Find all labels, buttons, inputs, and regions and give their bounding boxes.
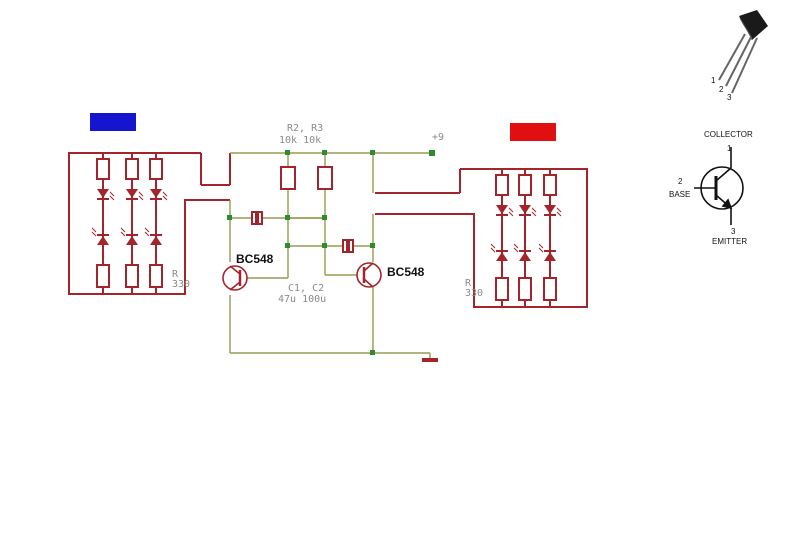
led-resistor (518, 174, 532, 196)
r2r3-values: 10k 10k (279, 135, 321, 146)
left-led-bank (68, 152, 231, 295)
led-symbol (519, 205, 531, 214)
ground-symbol (422, 358, 438, 362)
to92-package-icon (718, 10, 768, 94)
r-left-label: R (172, 269, 179, 280)
led-resistor (518, 277, 532, 301)
led-resistor (149, 264, 163, 288)
c1c2-label: C1, C2 (288, 283, 324, 294)
right-led-bank (375, 168, 588, 308)
led-symbol (519, 252, 531, 261)
led-symbol (126, 236, 138, 245)
led-column (490, 169, 514, 307)
led-symbol (496, 205, 508, 214)
supply-terminal (429, 150, 435, 156)
led-resistor (543, 174, 557, 196)
capacitor-c1 (251, 211, 263, 225)
left-led-columns (91, 153, 168, 294)
led-symbol (126, 189, 138, 198)
r-right-label: R (465, 278, 472, 289)
capacitor-c2 (342, 239, 354, 253)
c1c2-values: 47u 100u (278, 294, 326, 305)
led-column (120, 153, 144, 294)
junction-nodes (227, 150, 375, 355)
collector-label: COLLECTOR (704, 130, 753, 139)
transistor-q2 (356, 262, 382, 288)
r-right-value: 330 (465, 288, 483, 299)
emitter-pin-number: 3 (731, 227, 736, 236)
transistor-q1 (222, 265, 248, 291)
led-symbol (97, 189, 109, 198)
led-symbol (97, 236, 109, 245)
blue-led-indicator (90, 113, 136, 131)
pin3-label: 3 (727, 93, 732, 102)
resistor-r3 (317, 166, 333, 190)
led-resistor (125, 158, 139, 180)
led-resistor (149, 158, 163, 180)
resistor-r2 (280, 166, 296, 190)
collector-pin-number: 1 (727, 144, 732, 153)
led-resistor (96, 264, 110, 288)
q1-label: BC548 (236, 252, 274, 266)
emitter-label: EMITTER (712, 237, 747, 246)
r-left-value: 330 (172, 279, 190, 290)
base-label: BASE (669, 190, 690, 199)
led-symbol (544, 252, 556, 261)
npn-pinout-symbol (694, 147, 744, 225)
led-resistor (495, 277, 509, 301)
led-column (538, 169, 562, 307)
led-resistor (495, 174, 509, 196)
led-symbol (150, 189, 162, 198)
led-column (513, 169, 537, 307)
led-resistor (96, 158, 110, 180)
supply-label: +9 (432, 132, 444, 143)
pin1-label: 1 (711, 76, 716, 85)
pin2-label: 2 (719, 85, 724, 94)
led-resistor (543, 277, 557, 301)
red-led-indicator (510, 123, 556, 141)
right-led-columns (490, 169, 562, 307)
led-symbol (496, 252, 508, 261)
led-column (91, 153, 115, 294)
q2-label: BC548 (387, 265, 425, 279)
led-column (144, 153, 168, 294)
led-symbol (544, 205, 556, 214)
led-resistor (125, 264, 139, 288)
base-pin-number: 2 (678, 177, 683, 186)
led-symbol (150, 236, 162, 245)
r2r3-label: R2, R3 (287, 123, 323, 134)
